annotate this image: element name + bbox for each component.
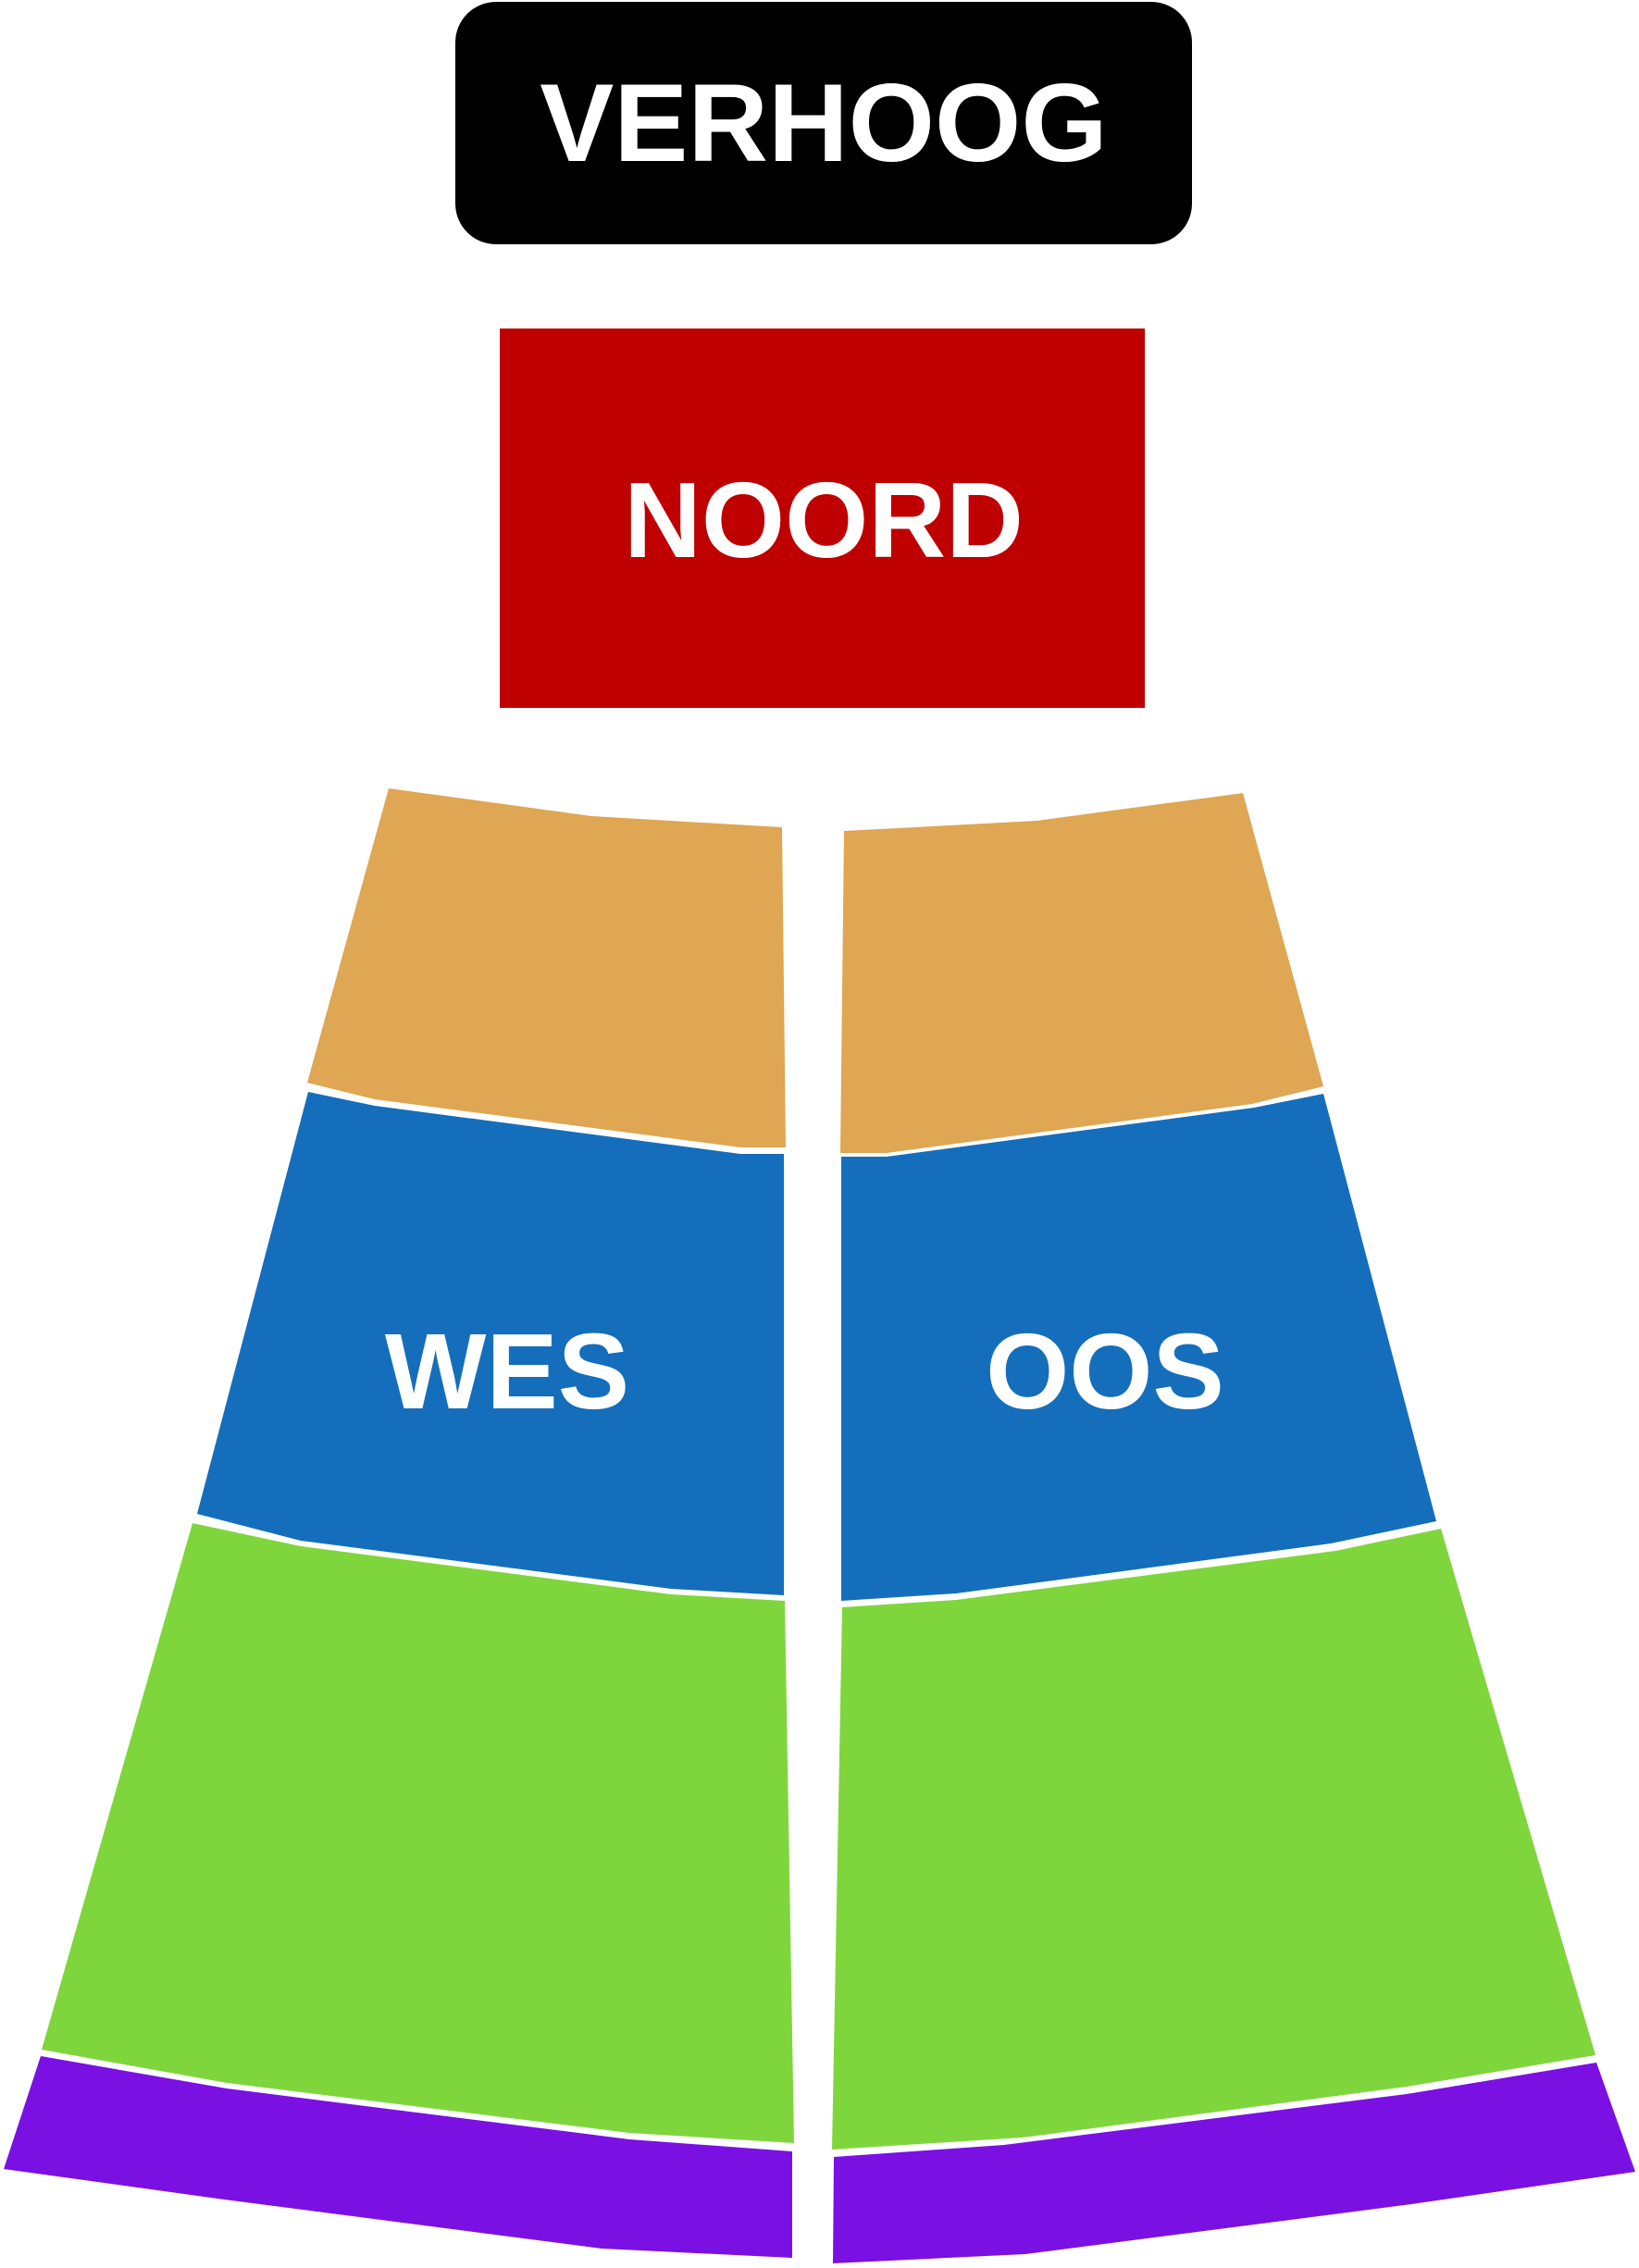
section-back-row-right[interactable] [833,2063,1635,2263]
stage-block[interactable] [455,2,1192,244]
section-wes-label: WES [385,1311,629,1431]
section-noord[interactable]: NOORD [500,328,1145,708]
stage[interactable]: VERHOOG [455,2,1192,244]
section-oos-block[interactable] [841,1094,1436,1601]
stage-label: VERHOOG [540,61,1107,185]
section-oos-label: OOS [986,1311,1224,1431]
section-lower-tier-left[interactable] [42,1523,794,2143]
section-lower-tier-right[interactable] [832,1529,1596,2150]
section-back-row-left[interactable] [4,2056,792,2258]
section-wes-block[interactable] [197,1092,784,1595]
section-oos[interactable]: OOS [841,1094,1436,1601]
section-noord-label: NOORD [624,460,1024,580]
section-wes[interactable]: WES [197,1092,784,1595]
section-top-tier-right[interactable] [840,793,1323,1153]
section-top-tier-left[interactable] [307,788,786,1147]
section-noord-block[interactable] [500,328,1145,708]
